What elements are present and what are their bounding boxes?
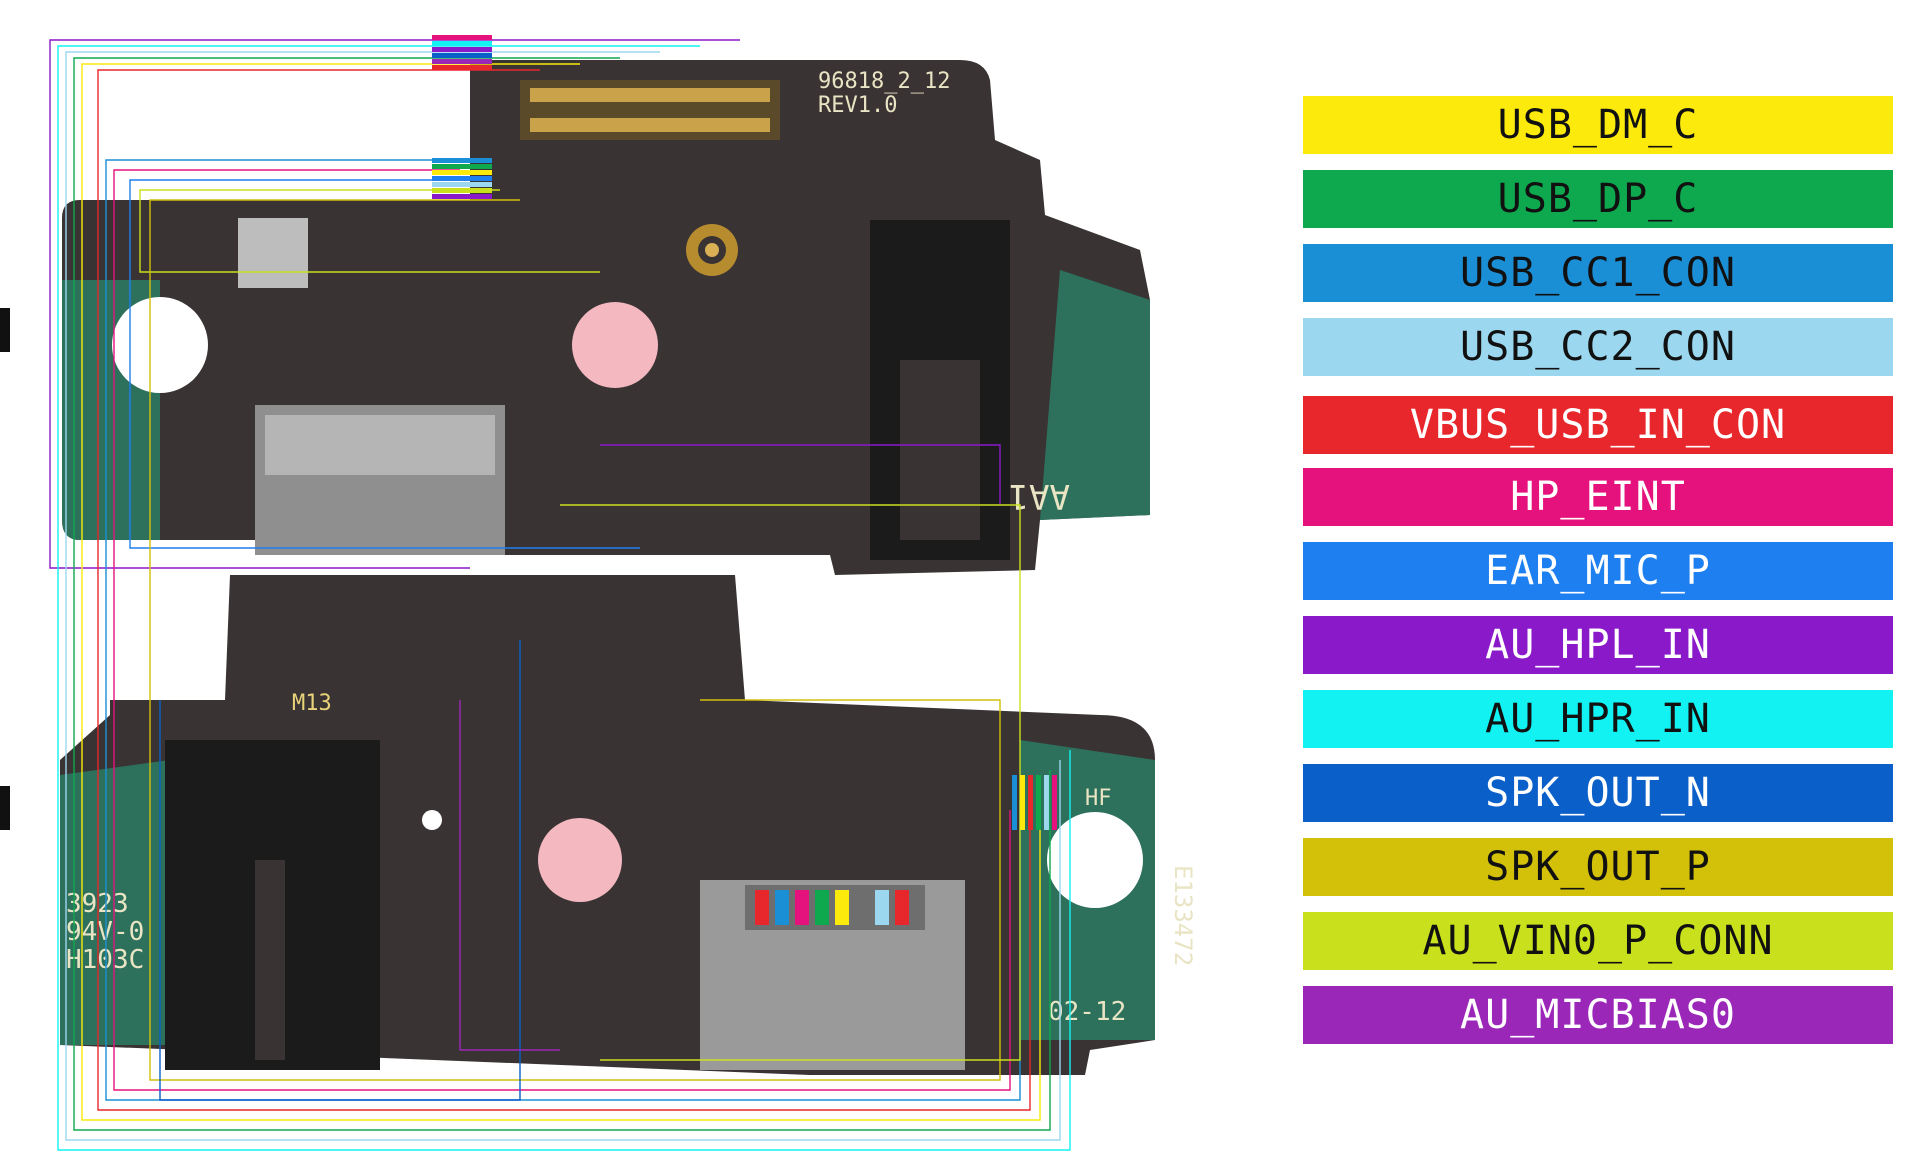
left-edge-marker-top [0,308,10,352]
legend-item: AU_HPR_IN [1303,690,1893,748]
legend-item: AU_MICBIAS0 [1303,986,1893,1044]
board-side-label: AA1 [1009,476,1070,516]
legend-item: SPK_OUT_N [1303,764,1893,822]
left-edge-marker-bottom [0,786,10,830]
board-hf-label: HF [1085,786,1112,811]
legend-item: USB_DM_C [1303,96,1893,154]
legend-item: USB_CC1_CON [1303,244,1893,302]
legend-item: SPK_OUT_P [1303,838,1893,896]
signal-tags-mid [432,158,492,199]
board-vertical-code: E133472 [1169,865,1197,966]
board-code-line3: H103C [66,945,144,975]
mount-hole [538,818,622,902]
legend-item: EAR_MIC_P [1303,542,1893,600]
board-rev-label: REV1.0 [818,93,897,118]
signal-traces [49,39,1071,1151]
legend-item: AU_HPL_IN [1303,616,1893,674]
board-m13-label: M13 [292,691,332,716]
mount-hole [112,297,208,393]
legend-item: HP_EINT [1303,468,1893,526]
legend-item: USB_CC2_CON [1303,318,1893,376]
pcb-diagram: 96818_2_12 REV1.0 AA1 M13 HF E133472 02-… [49,35,1197,1151]
top-board: 96818_2_12 REV1.0 AA1 [62,60,1150,575]
legend-item: VBUS_USB_IN_CON [1303,396,1893,454]
board-id-label: 96818_2_12 [818,69,950,94]
legend-item: USB_DP_C [1303,170,1893,228]
bottom-board: M13 HF E133472 02-12 3923 94V-0 H103C [60,575,1197,1075]
signal-tags-top [432,35,492,70]
signal-tags-right [1012,775,1057,830]
mount-hole [572,302,658,388]
legend-item: AU_VIN0_P_CONN [1303,912,1893,970]
mount-hole [1047,812,1143,908]
qr-code [238,218,308,288]
board-date-label: 02-12 [1048,997,1126,1027]
board-code-line2: 94V-0 [66,917,144,947]
